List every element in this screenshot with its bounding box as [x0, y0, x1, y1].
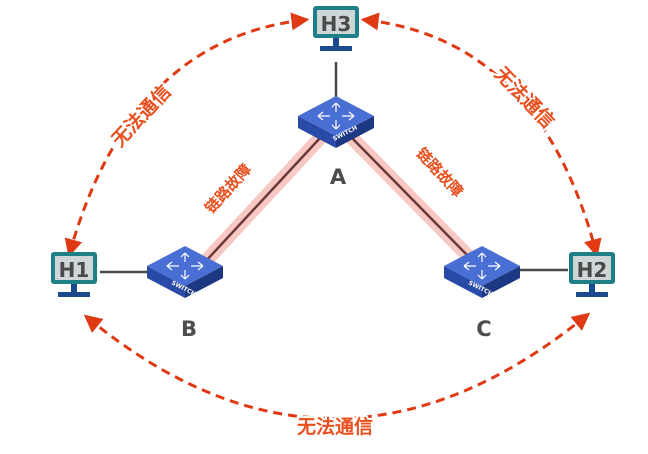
- link-ac-status: 链路故障: [413, 145, 467, 201]
- host-h2-label: H2: [577, 258, 608, 282]
- switch-c-label: C: [476, 317, 491, 341]
- switch-a-icon: SWITCH: [297, 95, 375, 149]
- host-h1-monitor-icon: H1: [51, 252, 97, 297]
- arc-h3-h2: [360, 12, 602, 258]
- switch-b-icon: SWITCH: [146, 245, 224, 299]
- switch-c-icon: SWITCH: [443, 245, 521, 299]
- host-h1-label: H1: [59, 258, 90, 282]
- host-h2-monitor-icon: H2: [569, 252, 615, 297]
- comm-h1-h3-label: 无法通信: [107, 80, 176, 151]
- host-h3-label: H3: [321, 12, 352, 36]
- arc-h1-h3: [64, 12, 310, 258]
- switch-a-label: A: [330, 165, 347, 189]
- host-h3-monitor-icon: H3: [313, 6, 359, 51]
- comm-h1-h2-label: 无法通信: [297, 415, 373, 438]
- switch-b-label: B: [181, 317, 197, 341]
- comm-h3-h2-label: 无法通信: [490, 62, 559, 133]
- arc-h1-h2: [83, 312, 591, 420]
